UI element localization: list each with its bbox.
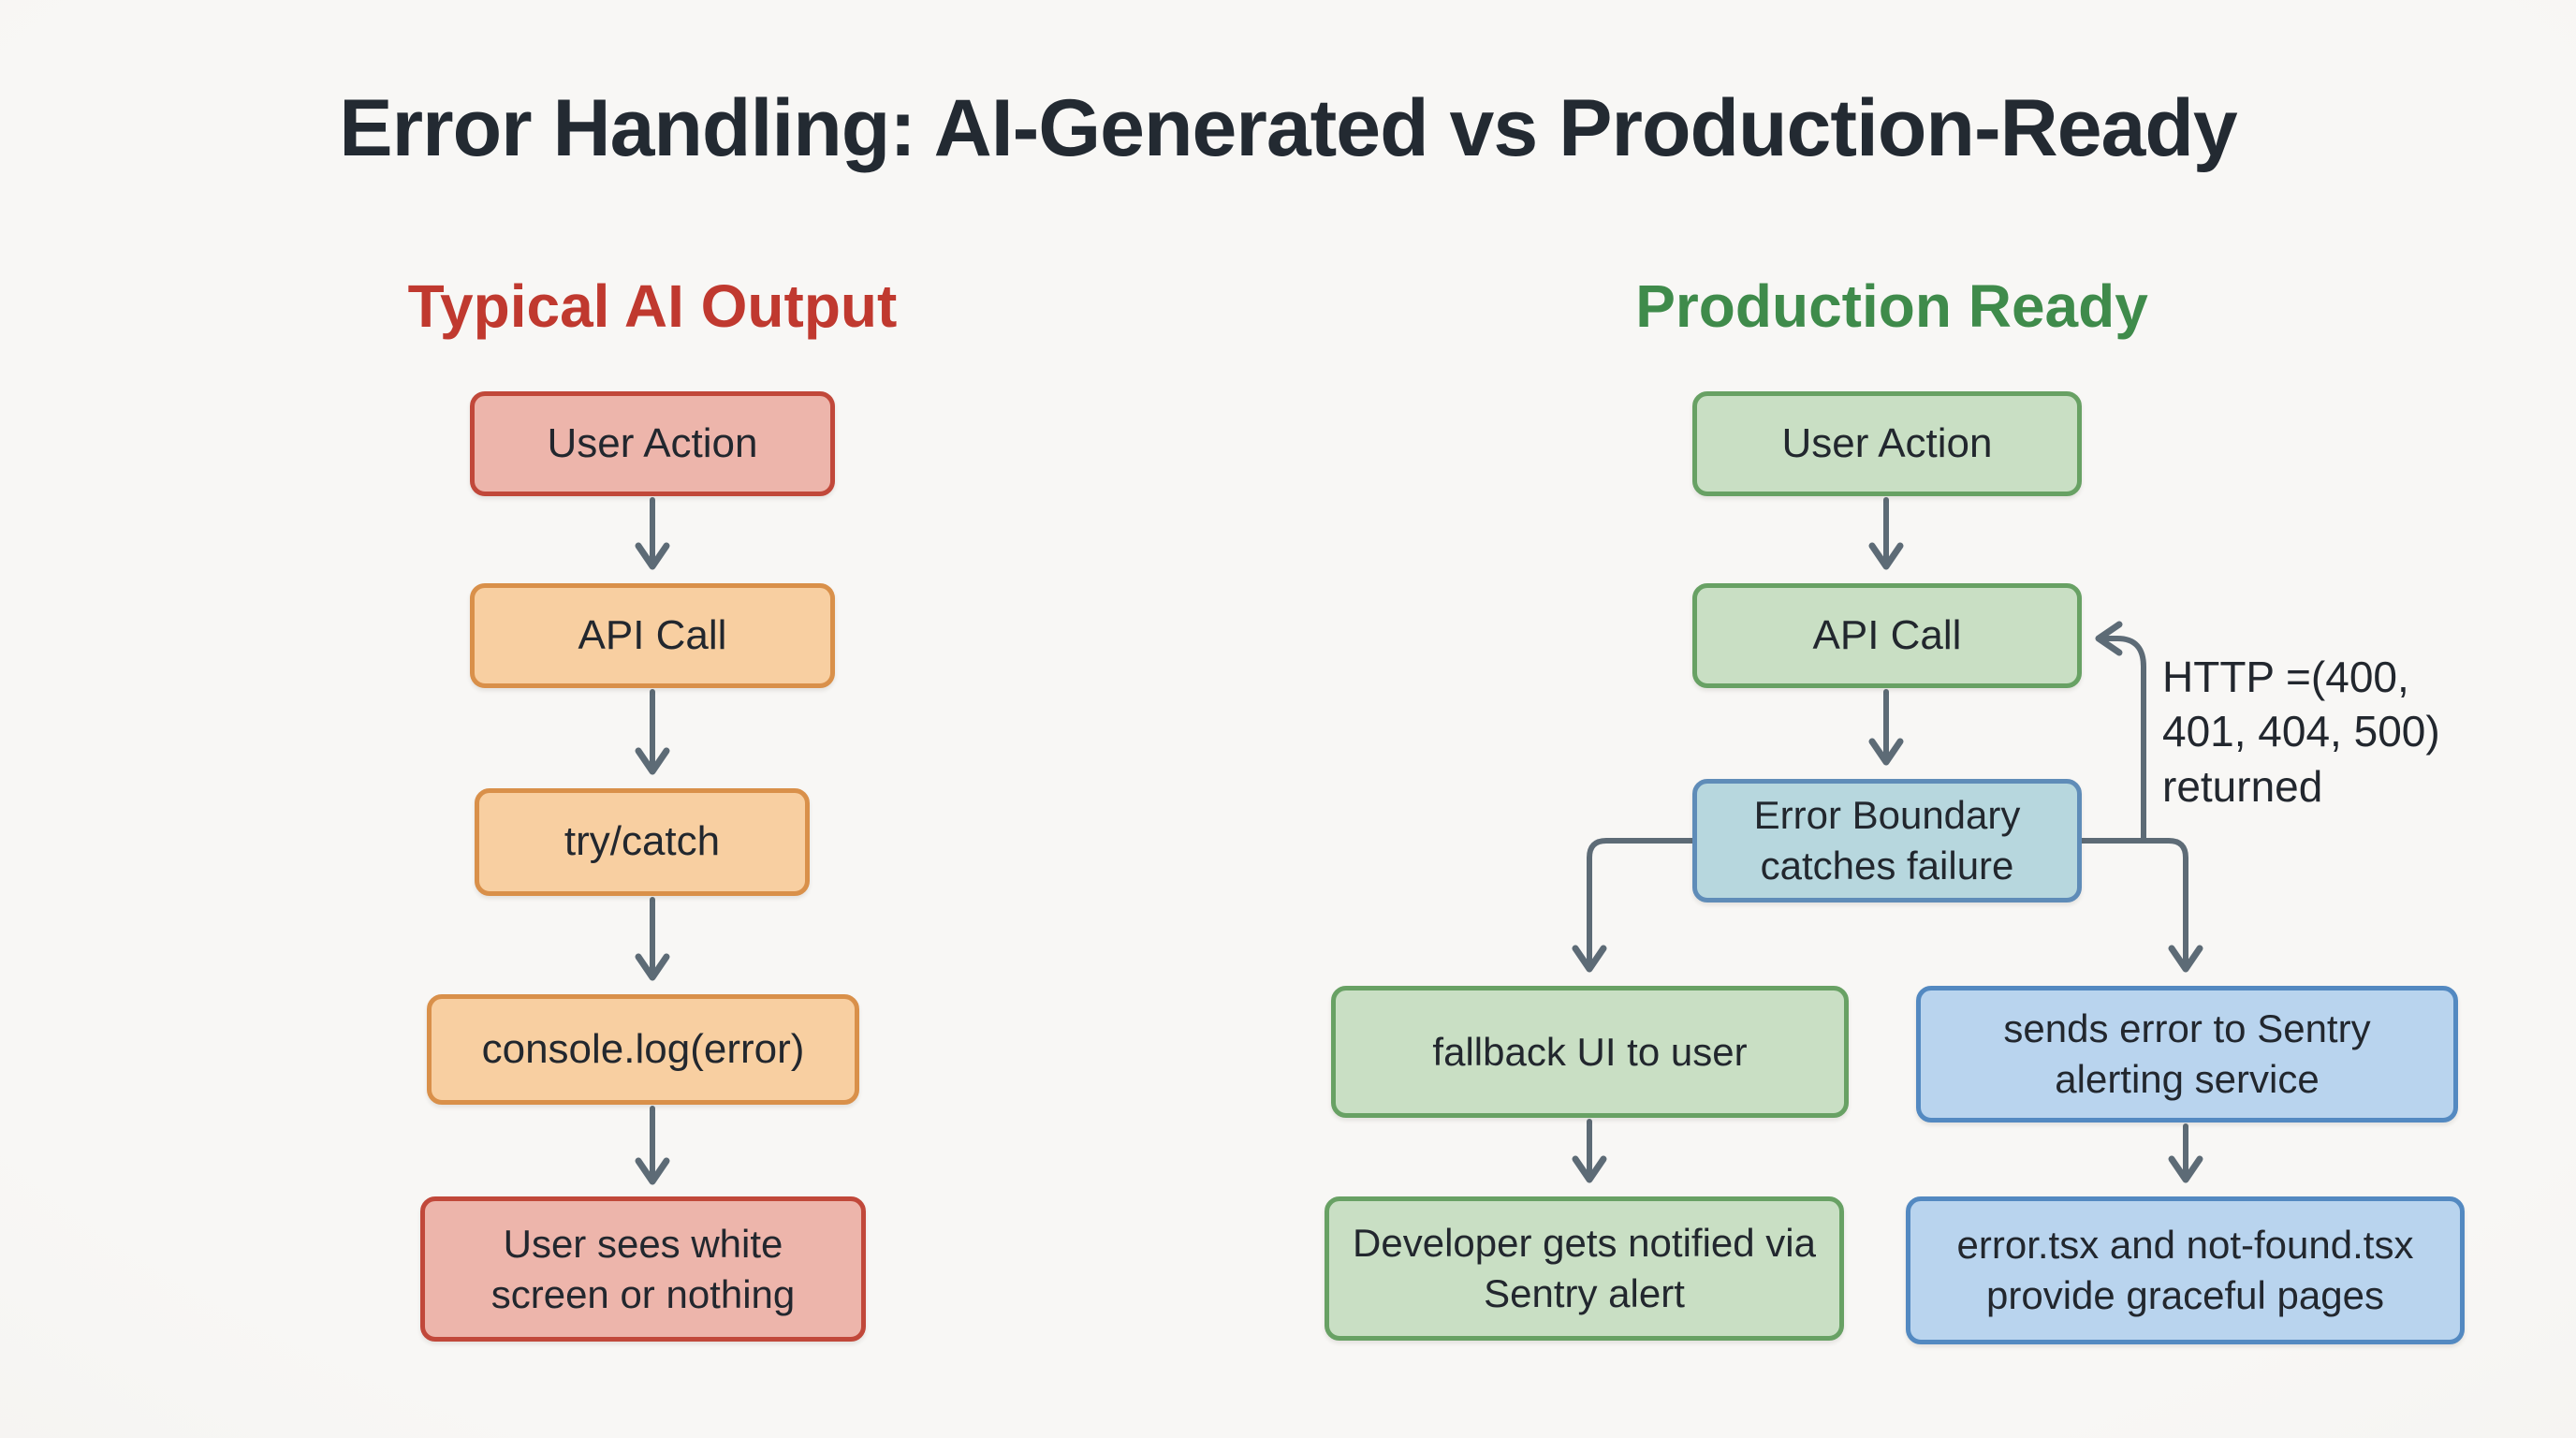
node-left-try-catch: try/catch [475,788,810,896]
node-error-boundary: Error Boundary catches failure [1692,779,2082,902]
node-left-console-log: console.log(error) [427,994,859,1105]
node-error-tsx-pages: error.tsx and not-found.tsx provide grac… [1906,1196,2465,1344]
node-developer-notified: Developer gets notified via Sentry alert [1325,1196,1844,1341]
node-right-user-action: User Action [1692,391,2082,496]
node-left-white-screen: User sees white screen or nothing [420,1196,866,1342]
http-codes-annotation: HTTP =(400, 401, 404, 500) returned [2162,653,2440,811]
node-left-api-call: API Call [470,583,835,688]
node-fallback-ui: fallback UI to user [1331,986,1849,1118]
left-column-heading: Typical AI Output [407,272,898,340]
right-column-heading: Production Ready [1635,272,2148,340]
page-title: Error Handling: AI-Generated vs Producti… [339,83,2237,173]
node-right-api-call: API Call [1692,583,2082,688]
node-sends-error-sentry: sends error to Sentry alerting service [1916,986,2458,1123]
node-left-user-action: User Action [470,391,835,496]
